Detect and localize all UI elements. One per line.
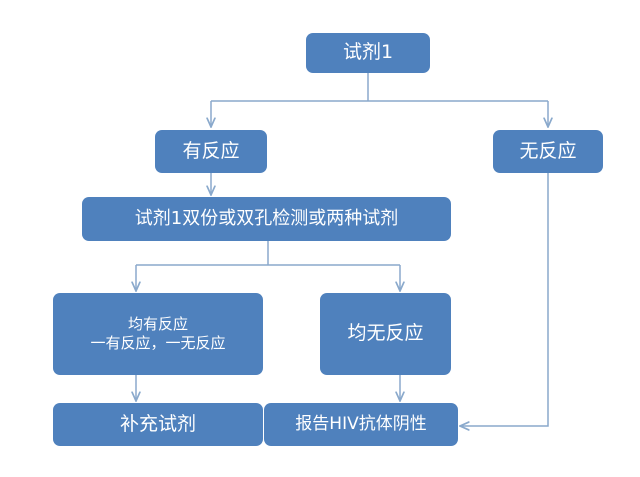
node-mixed-line2: 一有反应，一无反应 [90,334,226,352]
node-reactive-label: 有反应 [182,139,240,162]
node-mixed-line1: 均有反应 [127,315,188,334]
node-both-nonreactive: 均无反应 [320,293,451,375]
node-nonreactive: 无反应 [493,130,603,173]
node-supplement: 补充试剂 [53,403,263,446]
node-both-nonreactive-label: 均无反应 [347,322,424,345]
node-nonreactive-label: 无反应 [519,139,577,162]
node-reagent1: 试剂1 [306,33,430,73]
node-retest: 试剂1双份或双孔检测或两种试剂 [82,197,451,241]
arrow-nonreactive-to-report [460,173,549,426]
node-mixed-result: 均有反应 一有反应，一无反应 [53,293,263,375]
node-reagent1-label: 试剂1 [342,41,394,64]
node-reactive: 有反应 [155,130,267,173]
node-report-negative: 报告HIV抗体阴性 [264,403,458,446]
node-report-negative-label: 报告HIV抗体阴性 [295,413,427,434]
node-retest-label: 试剂1双份或双孔检测或两种试剂 [134,207,399,229]
node-supplement-label: 补充试剂 [119,412,196,435]
